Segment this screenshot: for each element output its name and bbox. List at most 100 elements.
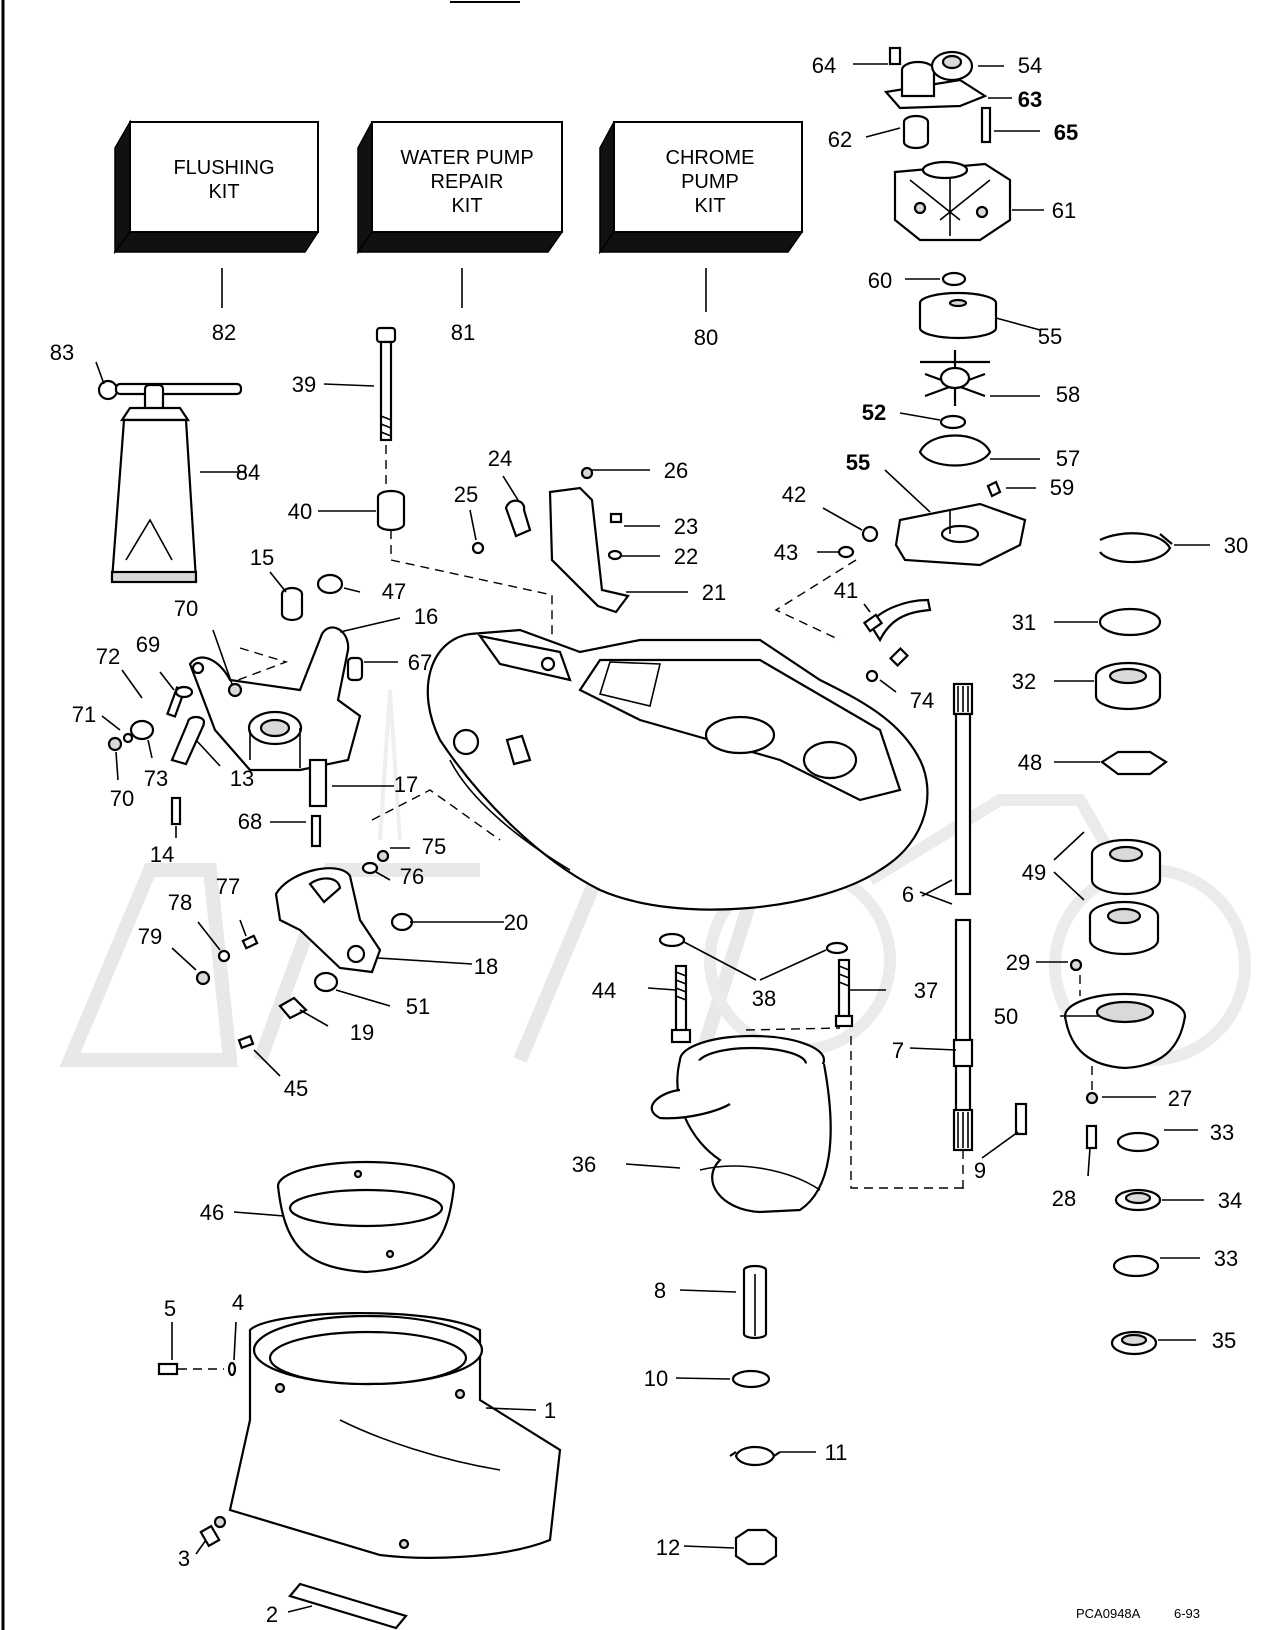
svg-text:WATER PUMP: WATER PUMP <box>400 147 533 169</box>
callout-41: 41 <box>834 578 858 603</box>
screw-23 <box>609 512 623 524</box>
svg-text:24: 24 <box>488 446 512 471</box>
bearing-49-lower <box>1088 900 1160 956</box>
bracket-18 <box>274 867 382 974</box>
callout-51: 51 <box>406 994 430 1019</box>
callout-55-lower: 55 <box>846 450 870 475</box>
washer-38-right <box>825 941 849 955</box>
nut-74 <box>865 669 879 683</box>
screw-45 <box>237 1034 255 1050</box>
svg-text:14: 14 <box>150 842 174 867</box>
svg-text:6-93: 6-93 <box>1174 1606 1200 1621</box>
svg-text:39: 39 <box>292 372 316 397</box>
kit-80-number: 80 <box>694 325 718 350</box>
callout-5: 5 <box>164 1296 176 1321</box>
pin-13 <box>170 715 206 766</box>
callout-52: 52 <box>862 400 886 425</box>
svg-text:81: 81 <box>451 320 475 345</box>
callout-22: 22 <box>674 544 698 569</box>
screw-5 <box>157 1362 179 1376</box>
nut-19 <box>278 996 308 1020</box>
svg-text:50: 50 <box>994 1004 1018 1029</box>
screw-65 <box>980 106 992 144</box>
plate-55 <box>894 502 1027 567</box>
svg-text:64: 64 <box>812 53 836 78</box>
svg-text:25: 25 <box>454 482 478 507</box>
pump-housing-61 <box>893 160 1012 242</box>
nut-79 <box>195 970 211 986</box>
callout-72: 72 <box>96 644 120 669</box>
svg-text:36: 36 <box>572 1152 596 1177</box>
svg-text:KIT: KIT <box>208 181 239 203</box>
callout-70-upper: 70 <box>174 596 198 621</box>
leader-lines <box>95 63 1210 1613</box>
svg-text:12: 12 <box>656 1535 680 1560</box>
svg-text:30: 30 <box>1224 533 1248 558</box>
svg-text:38: 38 <box>752 986 776 1011</box>
svg-text:43: 43 <box>774 540 798 565</box>
drawing-date: 6-93 <box>1174 1606 1200 1621</box>
kit-82-number: 82 <box>212 320 236 345</box>
seal-52 <box>939 414 967 430</box>
kit-80-line-2: PUMP <box>681 171 739 193</box>
callout-59: 59 <box>1050 475 1074 500</box>
tab-washer-11 <box>729 1445 781 1467</box>
spring-17 <box>308 758 328 808</box>
svg-text:32: 32 <box>1012 669 1036 694</box>
grommet-54 <box>930 50 974 82</box>
callout-71: 71 <box>72 702 96 727</box>
svg-text:57: 57 <box>1056 446 1080 471</box>
svg-text:9: 9 <box>974 1158 986 1183</box>
pump-cover-63 <box>883 60 988 110</box>
callout-64: 64 <box>812 53 836 78</box>
washer-10 <box>731 1369 771 1389</box>
callout-33-lower: 33 <box>1214 1246 1238 1271</box>
callout-38: 38 <box>752 986 776 1011</box>
bolt-44 <box>670 964 692 1044</box>
drive-shaft-upper-6 <box>952 682 974 896</box>
svg-text:10: 10 <box>644 1366 668 1391</box>
svg-text:6: 6 <box>902 882 914 907</box>
svg-text:19: 19 <box>350 1020 374 1045</box>
svg-text:KIT: KIT <box>694 195 725 217</box>
callout-60: 60 <box>868 268 892 293</box>
svg-text:7: 7 <box>892 1038 904 1063</box>
callout-40: 40 <box>288 499 312 524</box>
svg-text:68: 68 <box>238 809 262 834</box>
washer-73 <box>129 719 155 741</box>
screw-28 <box>1085 1124 1098 1150</box>
fitting-3 <box>199 1515 227 1548</box>
bolt-37 <box>834 958 854 1028</box>
callout-54: 54 <box>1018 53 1042 78</box>
spacer-40 <box>376 489 406 532</box>
callout-24: 24 <box>488 446 512 471</box>
intake-housing-1 <box>228 1312 562 1559</box>
callout-61: 61 <box>1052 198 1076 223</box>
svg-text:27: 27 <box>1168 1086 1192 1111</box>
svg-text:8: 8 <box>654 1278 666 1303</box>
svg-text:22: 22 <box>674 544 698 569</box>
callout-46: 46 <box>200 1200 224 1225</box>
callout-9: 9 <box>974 1158 986 1183</box>
callout-2: 2 <box>266 1602 278 1627</box>
svg-text:26: 26 <box>664 458 688 483</box>
svg-text:PCA0948A: PCA0948A <box>1076 1606 1141 1621</box>
bracket-21 <box>548 486 630 614</box>
grommet-42 <box>861 525 879 543</box>
callout-48: 48 <box>1018 750 1042 775</box>
svg-text:84: 84 <box>236 460 260 485</box>
callout-65: 65 <box>1054 120 1078 145</box>
svg-text:18: 18 <box>474 954 498 979</box>
svg-text:45: 45 <box>284 1076 308 1101</box>
callout-68: 68 <box>238 809 262 834</box>
svg-text:60: 60 <box>868 268 892 293</box>
callout-20: 20 <box>504 910 528 935</box>
svg-text:52: 52 <box>862 400 886 425</box>
callout-74: 74 <box>910 688 934 713</box>
svg-text:13: 13 <box>230 766 254 791</box>
impeller-36 <box>650 1034 832 1214</box>
washer-20 <box>390 912 414 932</box>
callout-37: 37 <box>914 978 938 1003</box>
strip-2 <box>288 1582 408 1630</box>
